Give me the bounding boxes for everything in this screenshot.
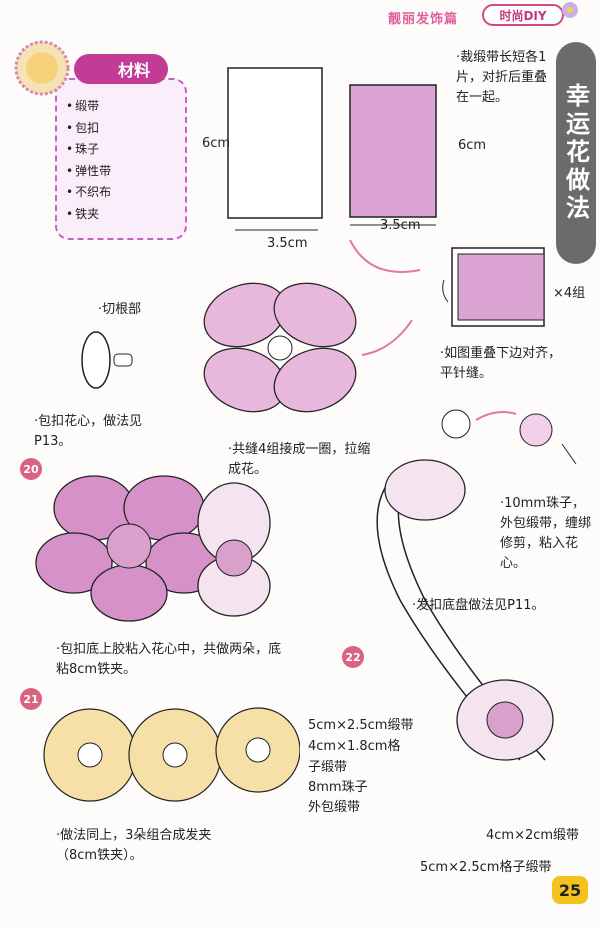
- diy-badge: 时尚DIY: [482, 4, 564, 26]
- dim-6cm-a: 6cm: [202, 136, 231, 151]
- glue-note: ·包扣底上胶粘入花心中，共做两朵，底粘8cm铁夹。: [56, 642, 282, 677]
- step21-label: 8mm珠子: [308, 780, 368, 795]
- step21-label: 5cm×2.5cm缎带: [308, 718, 414, 733]
- flower-deco-icon: [562, 2, 578, 18]
- material-item: 铁夹: [66, 204, 111, 226]
- flower-on-strap: [376, 459, 554, 761]
- material-item: 不织布: [66, 182, 111, 204]
- four-petal-flower: [203, 282, 357, 413]
- base-note: ·发扣底盘做法见P11。: [412, 598, 545, 613]
- step21-label: 子缎带: [308, 760, 348, 775]
- dim-3.5cm-b: 3.5cm: [380, 218, 421, 233]
- cut-root-note: ·切根部: [98, 302, 142, 317]
- material-item: 弹性带: [66, 161, 111, 183]
- step21-note: ·做法同上，3朵组合成发夹（8cm铁夹）。: [56, 828, 212, 863]
- cut-note: ·裁缎带长短各1片，对折后重叠在一起。: [456, 50, 548, 105]
- page-title-banner: 幸运花做法: [556, 42, 596, 264]
- step22-label-1: 4cm×2cm缎带: [486, 828, 580, 843]
- three-flower-clip: [43, 707, 300, 802]
- dim-6cm-b: 6cm: [458, 138, 487, 153]
- step21-label: 外包缎带: [308, 800, 361, 815]
- step-number-22: 22: [342, 646, 364, 668]
- bead-diagram: [441, 409, 577, 465]
- two-flowers: [35, 475, 271, 622]
- material-item: 珠子: [66, 139, 111, 161]
- materials-list: 缎带 包扣 珠子 弹性带 不织布 铁夹: [66, 96, 111, 225]
- overlap-note: ·如图重叠下边对齐，平针缝。: [440, 346, 562, 381]
- section-title: 靓丽发饰篇: [388, 12, 459, 27]
- material-item: 缎带: [66, 96, 111, 118]
- dim-3.5cm-a: 3.5cm: [267, 236, 308, 251]
- step-number-21: 21: [20, 688, 42, 710]
- button-note: ·包扣花心，做法见P13。: [34, 414, 143, 449]
- join-note: ·共缝4组接成一圈，拉缩成花。: [228, 442, 371, 477]
- step-number-20: 20: [20, 458, 42, 480]
- arrow-icon: [349, 239, 421, 356]
- bead-note: ·10mm珠子，外包缎带，缠绑修剪，粘入花心。: [500, 496, 592, 571]
- button-badge-icon: [14, 40, 70, 96]
- ribbon-diagram: [227, 67, 437, 231]
- step21-label: 4cm×1.8cm格: [308, 739, 401, 754]
- step22-label-2: 5cm×2.5cm格子缎带: [420, 860, 552, 875]
- cut-button-diagram: [81, 331, 133, 389]
- materials-title: 材料: [74, 54, 168, 84]
- folded-ribbon: [442, 247, 545, 327]
- material-item: 包扣: [66, 118, 111, 140]
- page-number: 25: [552, 876, 588, 904]
- quantity-x4: ×4组: [553, 286, 586, 301]
